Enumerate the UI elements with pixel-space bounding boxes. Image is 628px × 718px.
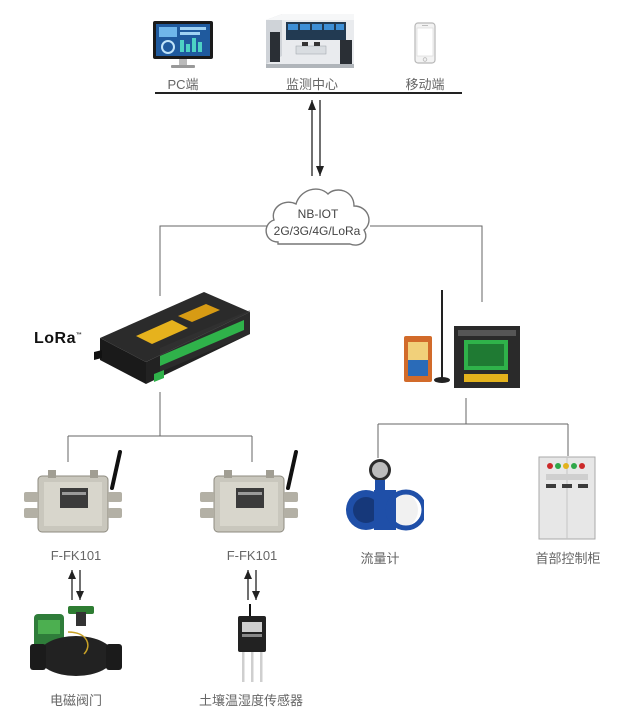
- pc-label: PC端: [167, 77, 199, 92]
- monitoring-center-icon: [262, 12, 358, 75]
- flow-meter-label: 流量计: [360, 551, 400, 566]
- lora-logo: LoRa™: [34, 330, 83, 348]
- pc-monitor-icon: [152, 20, 214, 75]
- fk101-controller-1-icon: [20, 448, 130, 549]
- soil-sensor-icon: [232, 604, 272, 689]
- lora-logo-text: LoRa: [34, 330, 76, 347]
- lora-trademark: ™: [76, 332, 83, 339]
- fk101-label-2: F-FK101: [226, 548, 278, 563]
- mobile-label: 移动端: [405, 77, 445, 92]
- fk101-label-1: F-FK101: [50, 548, 102, 563]
- solenoid-valve-icon: [28, 602, 124, 687]
- control-cabinet-icon: [538, 456, 596, 545]
- flow-meter-icon: [344, 458, 427, 539]
- valve-label: 电磁阀门: [49, 693, 102, 708]
- cloud-line-2: 2G/3G/4G/LoRa: [273, 224, 361, 238]
- fk101-controller-2-icon: [196, 448, 306, 549]
- lora-gateway-device-icon: [94, 290, 254, 399]
- soil-sensor-label: 土壤温湿度传感器: [198, 693, 303, 708]
- mobile-phone-icon: [414, 22, 436, 69]
- cabinet-label: 首部控制柜: [535, 551, 601, 566]
- cloud-line-1: NB-IOT: [297, 207, 339, 221]
- remote-controller-device-icon: [402, 286, 522, 403]
- cloud-network-icon: [258, 176, 376, 263]
- monitoring-center-label: 监测中心: [285, 77, 338, 92]
